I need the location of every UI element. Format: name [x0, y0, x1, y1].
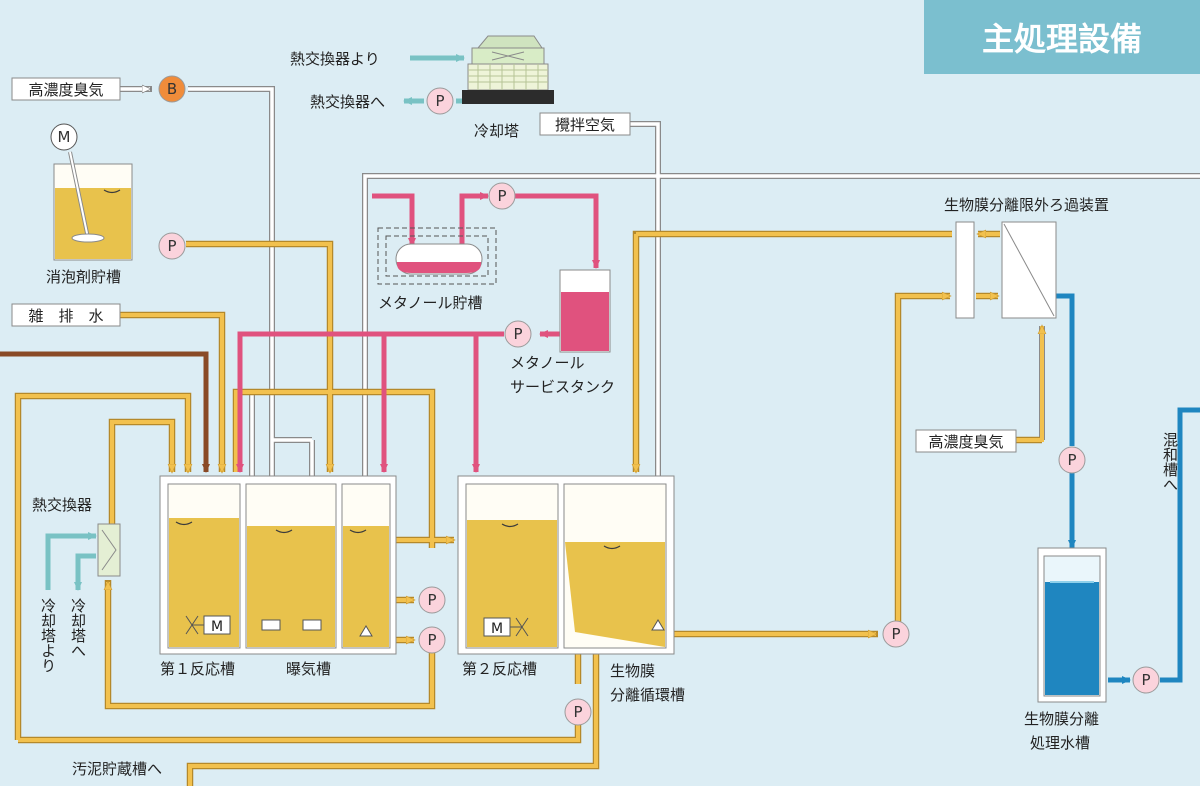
label-membrane-circ-1: 生物膜	[610, 662, 655, 680]
pump-aeration-2[interactable]: P	[418, 626, 446, 654]
pump-cooling-tower-label: P	[435, 92, 444, 110]
blower-odor[interactable]: B	[158, 75, 186, 103]
pump-sludge-label: P	[573, 703, 582, 721]
cooling-water-lines	[45, 54, 468, 591]
label-heat-exchanger-to: 熱交換器へ	[310, 93, 385, 111]
pump-treated-water[interactable]: P	[1058, 446, 1086, 474]
pump-treated-water-label: P	[1067, 451, 1076, 469]
antifoam-tank: M	[50, 123, 133, 261]
label-to-cooling-tower: 冷却塔へ	[69, 598, 87, 658]
label-box-odor-top: 高濃度臭気	[11, 77, 121, 101]
label-antifoam-tank: 消泡剤貯槽	[46, 268, 121, 286]
cooling-tower	[462, 35, 554, 104]
pump-uf-feed-label: P	[891, 625, 900, 643]
label-treated-tank-2: 処理水槽	[1030, 734, 1090, 752]
pump-aeration-1-label: P	[427, 591, 436, 609]
pump-uf-feed[interactable]: P	[882, 620, 910, 648]
methanol-lines	[236, 192, 600, 473]
pump-methanol-service[interactable]: P	[504, 320, 532, 348]
svg-text:攪拌空気: 攪拌空気	[555, 116, 615, 134]
sludge-feed-line	[0, 351, 210, 473]
title-banner	[924, 0, 1200, 74]
reactor-block-2: M	[457, 475, 675, 655]
label-box-misc-drain: 雑 排 水	[11, 303, 121, 327]
page-title: 主処理設備	[982, 20, 1142, 58]
reactor-1-motor-label: M	[211, 619, 223, 635]
methanol-service-tank	[559, 269, 611, 353]
pump-mixing[interactable]: P	[1132, 666, 1160, 694]
process-liquid-lines	[14, 234, 1042, 786]
label-reactor-2: 第２反応槽	[462, 660, 537, 678]
label-to-sludge: 汚泥貯蔵槽へ	[72, 760, 162, 778]
label-from-cooling-tower: 冷却塔より	[39, 598, 57, 673]
antifoam-motor	[50, 123, 78, 151]
treated-water-tank	[1037, 547, 1107, 703]
label-cooling-tower: 冷却塔	[474, 122, 519, 140]
pump-antifoam[interactable]: P	[158, 232, 186, 260]
label-treated-tank-1: 生物膜分離	[1024, 710, 1099, 728]
label-reactor-1: 第１反応槽	[160, 660, 235, 678]
pump-sludge[interactable]: P	[564, 698, 592, 726]
methanol-storage-tank	[377, 227, 497, 285]
label-methanol-storage: メタノール貯槽	[378, 294, 483, 312]
pump-mixing-label: P	[1141, 671, 1150, 689]
svg-text:雑 排 水: 雑 排 水	[28, 307, 103, 325]
reactor-2-motor-label: M	[491, 621, 503, 637]
pump-methanol-service-label: P	[513, 325, 522, 343]
label-to-mixing: 混和槽へ	[1161, 432, 1179, 492]
label-heat-exchanger-from: 熱交換器より	[290, 50, 380, 68]
label-aeration: 曝気槽	[286, 660, 331, 678]
pump-methanol-storage[interactable]: P	[488, 182, 516, 210]
uf-device	[955, 221, 1057, 319]
antifoam-motor-label: M	[58, 128, 71, 146]
pump-methanol-storage-label: P	[497, 187, 506, 205]
pump-cooling-tower[interactable]: P	[426, 87, 454, 115]
svg-text:高濃度臭気: 高濃度臭気	[28, 81, 103, 99]
blower-odor-label: B	[167, 80, 177, 98]
label-membrane-circ-2: 分離循環槽	[610, 686, 685, 704]
svg-text:高濃度臭気: 高濃度臭気	[928, 433, 1003, 451]
label-box-stirring-air: 攪拌空気	[539, 112, 631, 136]
pump-aeration-2-label: P	[427, 631, 436, 649]
pump-antifoam-label: P	[167, 237, 176, 255]
label-heat-exchanger: 熱交換器	[32, 496, 92, 514]
label-uf-device: 生物膜分離限外ろ過装置	[944, 196, 1109, 214]
pump-aeration-1[interactable]: P	[418, 586, 446, 614]
reactor-block-1: M	[159, 475, 397, 655]
label-methanol-service-1: メタノール	[510, 354, 585, 372]
label-box-odor-right: 高濃度臭気	[915, 429, 1017, 453]
label-methanol-service-2: サービスタンク	[510, 378, 615, 396]
heat-exchanger	[97, 523, 121, 577]
